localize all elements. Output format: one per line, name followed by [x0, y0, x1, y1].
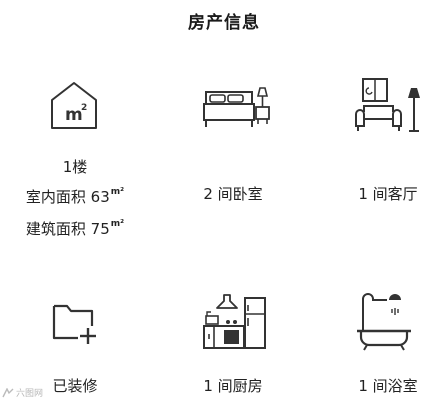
kitchen-label: 1 间厨房: [203, 377, 263, 395]
watermark-text: 六图网: [16, 389, 44, 399]
bed-icon: [200, 82, 272, 132]
floor-label: 1楼: [62, 158, 88, 176]
renovated-label: 已装修: [52, 377, 98, 395]
indoor-area-text: 室内面积 63: [25, 188, 110, 206]
bathtub-shower-icon: [353, 293, 415, 351]
indoor-area-unit: m²: [110, 187, 125, 197]
building-area-unit: m²: [110, 219, 125, 229]
indoor-area-label: 室内面积 63m²: [5, 186, 145, 207]
sofa-lamp-icon: [353, 76, 423, 136]
watermark: 六图网: [2, 386, 43, 399]
bedroom-label: 2 间卧室: [203, 185, 263, 203]
bathroom-label: 1 间浴室: [358, 377, 418, 395]
folder-plus-icon: [50, 298, 100, 346]
kitchen-icon: [200, 292, 270, 352]
area-house-icon: m 2: [48, 80, 100, 132]
svg-text:2: 2: [81, 103, 87, 113]
watermark-logo-icon: [2, 387, 14, 397]
svg-text:m: m: [65, 105, 83, 125]
building-area-label: 建筑面积 75m²: [5, 218, 145, 239]
building-area-text: 建筑面积 75: [25, 220, 110, 238]
living-room-label: 1 间客厅: [358, 185, 418, 203]
page-title: 房产信息: [188, 13, 260, 33]
